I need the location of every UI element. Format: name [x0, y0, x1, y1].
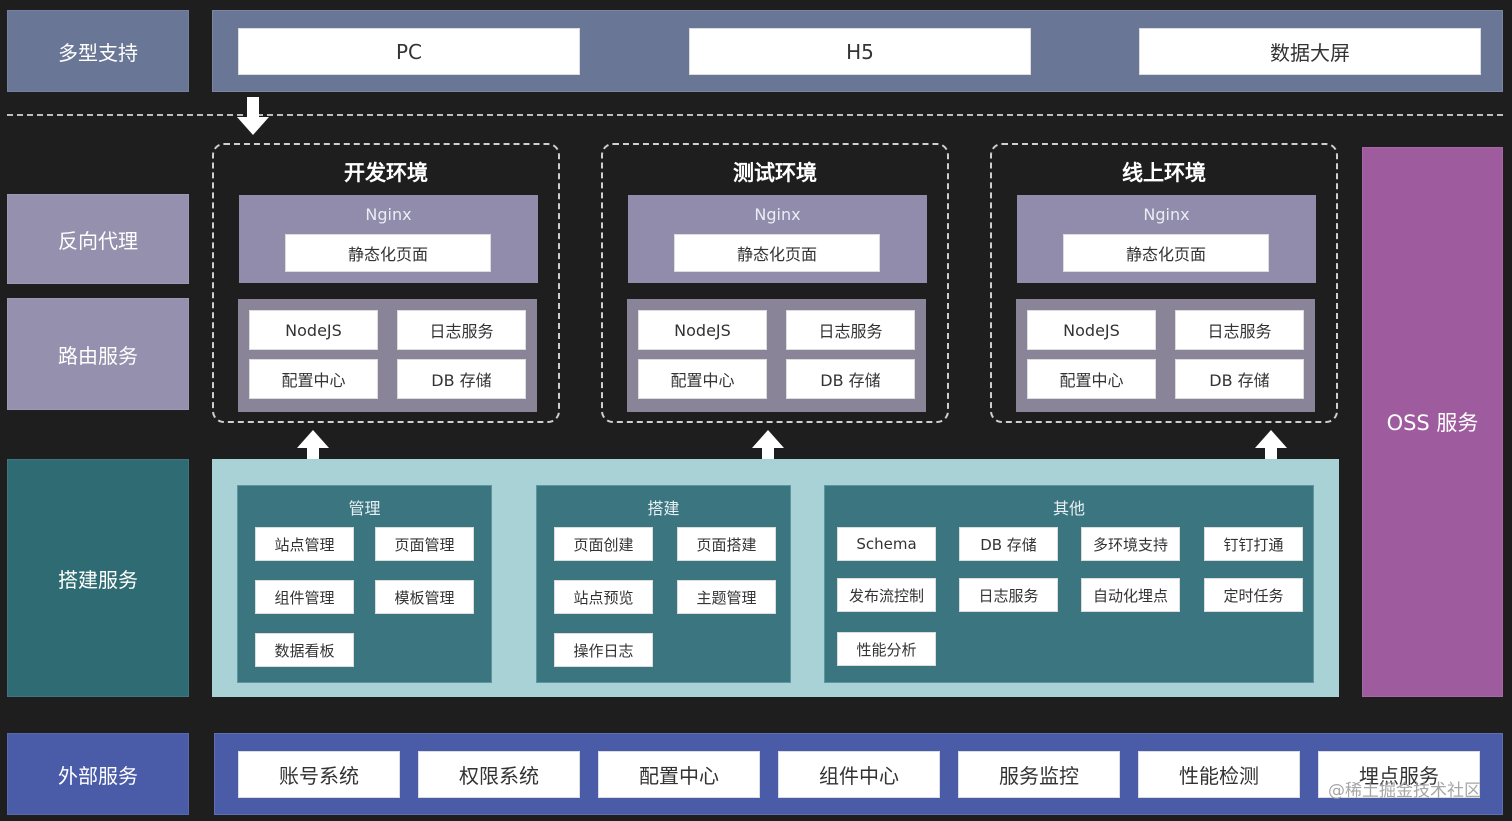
nginx-label: Nginx: [754, 205, 801, 224]
item-release-flow: 发布流控制: [837, 578, 936, 612]
item-auto-tracking: 自动化埋点: [1081, 578, 1180, 612]
row-label-external: 外部服务: [7, 733, 189, 815]
static-page-box: 静态化页面: [1063, 234, 1269, 272]
nginx-label: Nginx: [1143, 205, 1190, 224]
env-title: 开发环境: [344, 161, 428, 185]
item-template-management: 模板管理: [375, 580, 474, 614]
ext-account-system: 账号系统: [238, 751, 400, 798]
service-db: DB 存储: [397, 359, 526, 399]
env-title: 线上环境: [1122, 161, 1206, 185]
static-page-box: 静态化页面: [674, 234, 880, 272]
env-dev: 开发环境 Nginx 静态化页面 NodeJS 日志服务 配置中心 DB 存储: [212, 143, 560, 423]
env-prod: 线上环境 Nginx 静态化页面 NodeJS 日志服务 配置中心 DB 存储: [990, 143, 1338, 423]
nginx-label: Nginx: [365, 205, 412, 224]
service-log: 日志服务: [786, 310, 915, 350]
service-nodejs: NodeJS: [249, 310, 378, 350]
client-band: PC H5 数据大屏: [212, 10, 1503, 92]
ext-tracking-service: 埋点服务: [1318, 751, 1480, 798]
item-db-storage: DB 存储: [959, 527, 1058, 561]
ext-permission-system: 权限系统: [418, 751, 580, 798]
external-band: 账号系统 权限系统 配置中心 组件中心 服务监控 性能检测 埋点服务: [214, 733, 1503, 815]
item-site-management: 站点管理: [255, 527, 354, 561]
build-area: 管理 站点管理 页面管理 组件管理 模板管理 数据看板 搭建 页面创建 页面搭建…: [212, 459, 1339, 697]
group-title: 其他: [1052, 499, 1085, 518]
service-db: DB 存储: [786, 359, 915, 399]
service-panel: NodeJS 日志服务 配置中心 DB 存储: [1016, 299, 1315, 412]
group-title: 搭建: [647, 499, 680, 518]
static-page-box: 静态化页面: [285, 234, 491, 272]
up-arrow-icon: [752, 430, 784, 468]
ext-performance-check: 性能检测: [1138, 751, 1300, 798]
nginx-panel: Nginx 静态化页面: [1017, 195, 1316, 283]
client-pc: PC: [238, 28, 580, 75]
item-operation-log: 操作日志: [554, 633, 653, 667]
item-multi-env: 多环境支持: [1081, 527, 1180, 561]
item-log-service: 日志服务: [959, 578, 1058, 612]
row-label-multi: 多型支持: [7, 10, 189, 92]
dashed-separator: [7, 114, 1503, 116]
client-data-screen: 数据大屏: [1139, 28, 1481, 75]
up-arrow-icon: [297, 430, 329, 468]
service-nodejs: NodeJS: [1027, 310, 1156, 350]
row-label-routing: 路由服务: [7, 298, 189, 410]
service-config: 配置中心: [249, 359, 378, 399]
up-arrow-icon: [1255, 430, 1287, 468]
service-log: 日志服务: [1175, 310, 1304, 350]
env-title: 测试环境: [733, 161, 817, 185]
item-schema: Schema: [837, 527, 936, 561]
item-page-build: 页面搭建: [677, 527, 776, 561]
nginx-panel: Nginx 静态化页面: [628, 195, 927, 283]
build-group-management: 管理 站点管理 页面管理 组件管理 模板管理 数据看板: [237, 485, 492, 683]
service-log: 日志服务: [397, 310, 526, 350]
item-component-management: 组件管理: [255, 580, 354, 614]
service-nodejs: NodeJS: [638, 310, 767, 350]
service-panel: NodeJS 日志服务 配置中心 DB 存储: [238, 299, 537, 412]
down-arrow-icon: [237, 97, 269, 135]
item-page-create: 页面创建: [554, 527, 653, 561]
client-h5: H5: [689, 28, 1031, 75]
service-db: DB 存储: [1175, 359, 1304, 399]
item-page-management: 页面管理: [375, 527, 474, 561]
build-group-other: 其他 Schema DB 存储 多环境支持 钉钉打通 发布流控制 日志服务 自动…: [824, 485, 1314, 683]
item-theme-management: 主题管理: [677, 580, 776, 614]
row-label-proxy: 反向代理: [7, 194, 189, 284]
ext-config-center: 配置中心: [598, 751, 760, 798]
item-performance-analysis: 性能分析: [837, 632, 936, 666]
oss-service: OSS 服务: [1362, 147, 1503, 697]
build-group-construction: 搭建 页面创建 页面搭建 站点预览 主题管理 操作日志: [536, 485, 791, 683]
row-label-build: 搭建服务: [7, 459, 189, 697]
ext-service-monitor: 服务监控: [958, 751, 1120, 798]
item-dingtalk: 钉钉打通: [1204, 527, 1303, 561]
nginx-panel: Nginx 静态化页面: [239, 195, 538, 283]
item-site-preview: 站点预览: [554, 580, 653, 614]
ext-component-center: 组件中心: [778, 751, 940, 798]
service-config: 配置中心: [1027, 359, 1156, 399]
service-panel: NodeJS 日志服务 配置中心 DB 存储: [627, 299, 926, 412]
item-data-dashboard: 数据看板: [255, 633, 354, 667]
group-title: 管理: [348, 499, 381, 518]
service-config: 配置中心: [638, 359, 767, 399]
env-test: 测试环境 Nginx 静态化页面 NodeJS 日志服务 配置中心 DB 存储: [601, 143, 949, 423]
item-scheduled-task: 定时任务: [1204, 578, 1303, 612]
watermark: @稀土掘金技术社区: [1328, 781, 1481, 801]
